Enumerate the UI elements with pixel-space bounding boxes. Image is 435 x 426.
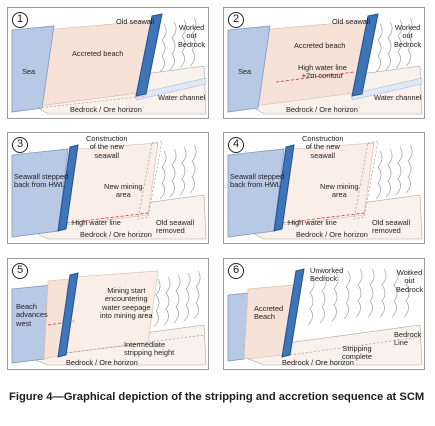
panel-4-drawing: [226, 140, 423, 240]
new-seawall: [57, 144, 79, 232]
bedrock-line-label: Bedrock Line: [394, 330, 422, 348]
new-seawall: [273, 144, 295, 232]
high-water-line: [275, 71, 355, 83]
bedrock-ore-label: Bedrock / Ore horizon: [66, 358, 138, 367]
worked-out-bedrock: [307, 268, 411, 326]
worked-out-bedrock-label: Worked out Bedrock: [394, 23, 422, 49]
panel-number: 5: [12, 263, 28, 279]
old-seawall-removed-label: Old seawall removed: [156, 218, 195, 236]
bedrock-line: [289, 336, 421, 356]
water-channel-label: Water channel: [374, 93, 422, 102]
panel-2-drawing: [227, 13, 423, 115]
bedrock-ore-label: Bedrock / Ore horizon: [296, 230, 368, 239]
mining-start-label: Mining start encountering water seepage …: [100, 286, 153, 321]
bedrock-ore-label: Bedrock / Ore horizon: [282, 358, 354, 367]
new-mining-area-label: New mining area: [104, 182, 143, 200]
worked-out-bedrock: [153, 270, 201, 328]
worked-out-bedrock-label: Worked out Bedrock: [178, 23, 206, 49]
construction-label: Construction of the new seawall: [302, 134, 344, 160]
panel-6: 6 Unworked Bedrock Worked out Bedrock Ac…: [223, 258, 425, 370]
high-water-line: [65, 212, 149, 224]
new-seawall: [57, 272, 79, 358]
old-seawall-label: Old seawall: [332, 17, 371, 26]
bedrock-ore-label: Bedrock / Ore horizon: [286, 105, 358, 114]
panel-number: 4: [228, 137, 244, 153]
panel-3: 3 Construction of the new seawall Seawal…: [7, 132, 209, 244]
panel-1-drawing: [11, 13, 207, 115]
high-water-line-label: High water line: [288, 218, 337, 227]
old-seawall-removed-label: Old seawall removed: [372, 218, 411, 236]
intermediate-stripping-line: [65, 334, 205, 354]
panel-1: 1 Old seawall Worked out Bedrock Accrete…: [7, 7, 209, 119]
bedrock-ore-label: Bedrock / Ore horizon: [80, 230, 152, 239]
sea-area: [11, 25, 55, 113]
panel-number: 2: [228, 12, 244, 28]
worked-out-bedrock: [159, 17, 197, 73]
seawall-stepped-label: Seawall stepped back from HWL: [14, 172, 69, 190]
worked-out-bedrock-label: Worked out Bedrock: [396, 268, 424, 294]
high-water-line-label: High water line +2m contour: [298, 63, 347, 81]
panel-6-drawing: [226, 268, 423, 366]
panel-number: 6: [228, 263, 244, 279]
sea-area: [227, 25, 271, 113]
water-channel: [351, 77, 423, 101]
sea-label: Sea: [238, 67, 252, 76]
panel-5-drawing: [10, 270, 207, 366]
panel-number: 1: [12, 12, 28, 28]
old-seawall-label: Old seawall: [116, 17, 155, 26]
stripping-complete-label: Stripping complete: [342, 344, 372, 362]
unworked-bedrock-label: Unworked Bedrock: [310, 266, 344, 284]
new-mining-area-label: New mining area: [320, 182, 359, 200]
old-seawall: [351, 13, 379, 97]
sea-label: Sea: [22, 67, 36, 76]
high-water-line-label: High water line: [72, 218, 121, 227]
accreted-beach-label: Accreted beach: [294, 41, 346, 50]
water-channel-label: Water channel: [158, 93, 206, 102]
panel-4: 4 Construction of the new seawall Seawal…: [223, 132, 425, 244]
beach-advances-label: Beach advances west: [16, 302, 48, 328]
seawall-stepped-label: Seawall stepped back from HWL: [230, 172, 285, 190]
construction-label: Construction of the new seawall: [86, 134, 128, 160]
intermediate-label: Intermediate stripping height: [124, 340, 175, 358]
panel-number: 3: [12, 137, 28, 153]
bedrock-ore-label: Bedrock / Ore horizon: [70, 105, 142, 114]
panel-2: 2 Old seawall Worked out Bedrock Accrete…: [223, 7, 425, 119]
panel-3-drawing: [10, 140, 207, 240]
old-seawall: [135, 13, 163, 97]
figure-caption: Figure 4—Graphical depiction of the stri…: [9, 391, 425, 403]
accreted-beach-label: Accreted Beach: [254, 304, 284, 322]
worked-out-bedrock: [375, 144, 413, 200]
water-channel: [135, 77, 207, 101]
accreted-beach-label: Accreted beach: [72, 49, 124, 58]
panel-5: 5 Beach advances west Mining start encou…: [7, 258, 209, 370]
worked-out-bedrock: [159, 144, 197, 200]
worked-out-bedrock: [375, 17, 413, 73]
